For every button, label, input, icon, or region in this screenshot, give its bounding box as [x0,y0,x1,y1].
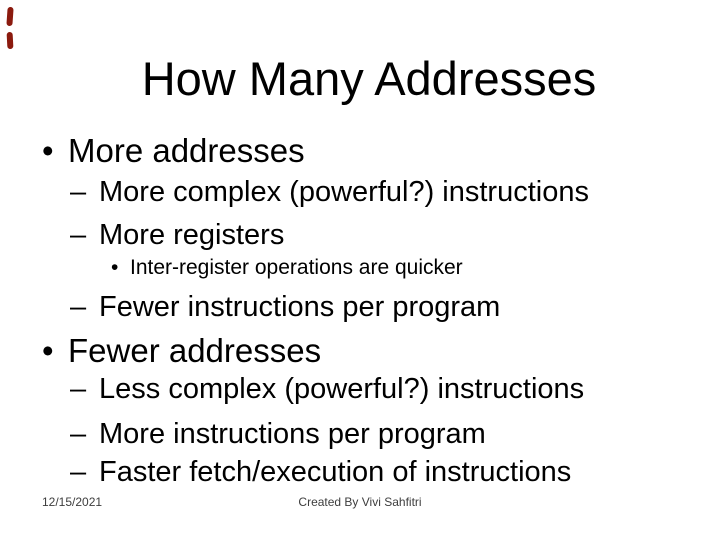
footer-credit: Created By Vivi Sahfitri [298,495,422,509]
bullet-item-more-complex: –More complex (powerful?) instructions [70,176,589,209]
footer-date: 12/15/2021 [42,495,103,509]
dash-icon: – [70,456,87,488]
dash-icon: – [70,219,87,251]
bullet-item-more-registers: –More registers [70,219,285,252]
bullet-text: Inter-register operations are quicker [130,256,463,279]
bullet-item-less-complex: –Less complex (powerful?) instructions [70,373,585,406]
bullet-text: More instructions per program [99,418,486,450]
slide-title: How Many Addresses [141,52,597,105]
dash-icon: – [70,373,87,405]
corner-pen-marks-icon [6,6,20,54]
dash-icon: – [70,176,87,208]
bullet-icon: • [42,332,54,369]
bullet-icon: • [111,256,119,279]
bullet-text: More complex (powerful?) instructions [99,176,589,208]
pen-mark-stroke [6,31,14,50]
bullet-text: Faster fetch/execution of instructions [99,456,572,488]
bullet-text: More addresses [68,132,305,169]
bullet-text: Fewer instructions per program [99,291,501,323]
bullet-text: Fewer addresses [68,332,322,369]
bullet-text: Less complex (powerful?) instructions [99,373,585,405]
bullet-item-more-addresses: • More addresses [42,132,305,169]
bullet-item-more-instructions: –More instructions per program [70,418,486,451]
bullet-item-inter-register: • Inter-register operations are quicker [111,256,463,279]
bullet-item-faster-fetch: –Faster fetch/execution of instructions [70,456,572,489]
pen-mark-stroke [6,6,14,27]
bullet-item-fewer-instructions: –Fewer instructions per program [70,291,501,324]
bullet-item-fewer-addresses: • Fewer addresses [42,332,322,369]
dash-icon: – [70,291,87,323]
bullet-text: More registers [99,219,285,251]
bullet-icon: • [42,132,54,169]
dash-icon: – [70,418,87,450]
